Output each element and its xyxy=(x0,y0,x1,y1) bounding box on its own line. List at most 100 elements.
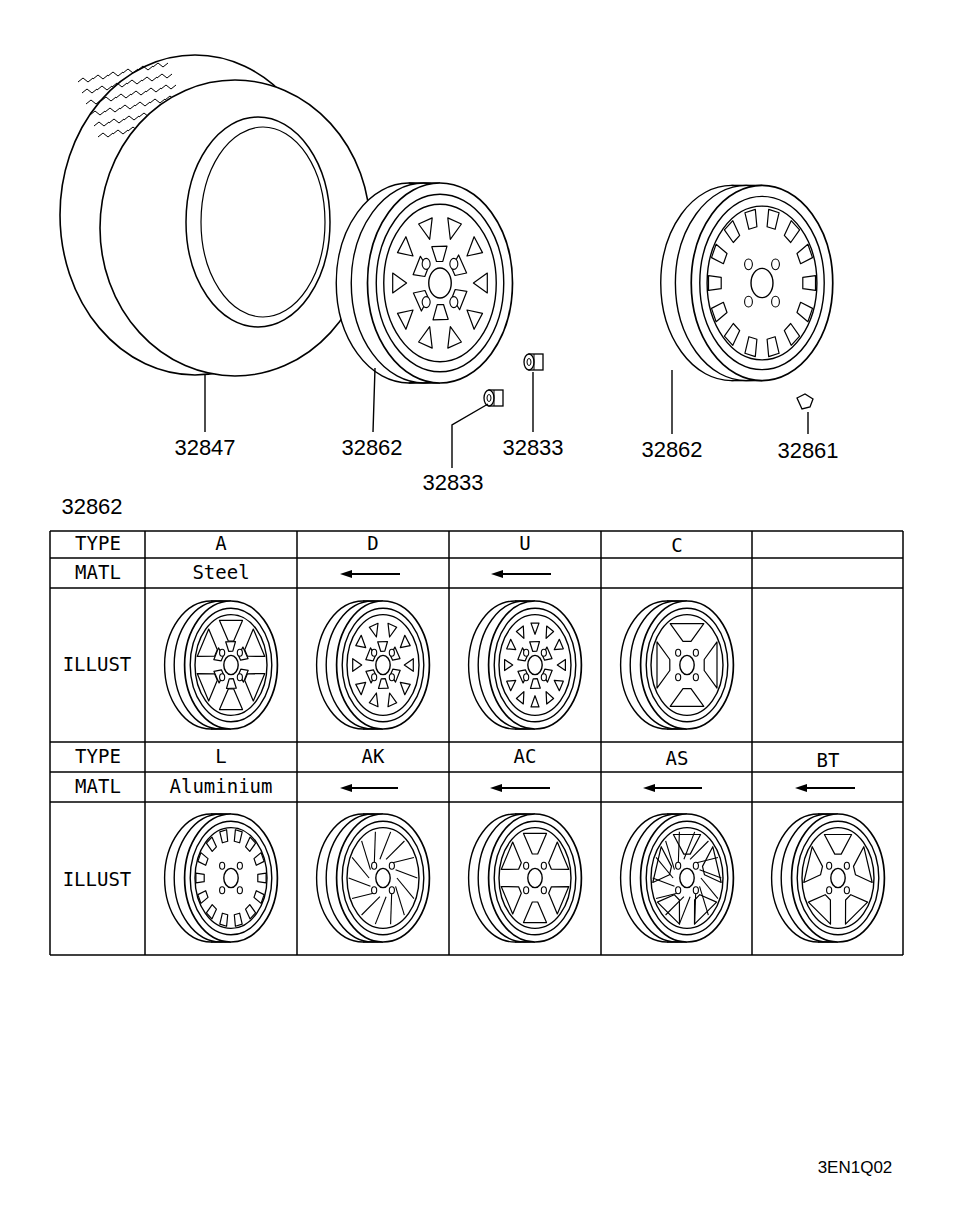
wheel-spoke-window xyxy=(501,842,521,869)
table-rule xyxy=(448,531,450,955)
wheel-hub-hole xyxy=(528,868,542,887)
tire-sidewall xyxy=(100,80,370,376)
wheel-lug-hole xyxy=(827,862,832,869)
table-rule xyxy=(50,771,903,773)
wheel-slot xyxy=(198,853,208,866)
wheel-lug-hole xyxy=(237,674,242,681)
wheel-slot xyxy=(254,853,264,866)
wheel-vent-hole xyxy=(531,623,539,634)
wheel-lug-hole xyxy=(541,887,546,894)
wheel-slot xyxy=(712,302,728,321)
nut-face xyxy=(524,354,534,370)
wheel-spoke-window xyxy=(197,674,217,701)
wheel-vent-hole xyxy=(400,682,410,694)
callout-number: 32861 xyxy=(777,438,838,463)
nut-face xyxy=(484,390,494,406)
wheel-vent-hole xyxy=(419,327,433,348)
wheel-drawing xyxy=(621,601,734,729)
wheel-inner-window xyxy=(226,642,236,652)
wheel-lug-hole xyxy=(693,674,698,681)
wheel-vent-hole xyxy=(393,273,407,293)
wheel-spoke-window xyxy=(549,842,569,869)
wheel-slot xyxy=(745,209,757,229)
wheel-slot xyxy=(803,276,816,291)
wheel-lug-hole xyxy=(237,649,242,656)
leader-lines xyxy=(205,368,808,468)
wheel-spoke-window xyxy=(824,835,851,855)
table-rule xyxy=(50,587,903,589)
wheel-lug-hole xyxy=(844,887,849,894)
ditto-arrow-head xyxy=(491,570,503,578)
wheel-lug-hole xyxy=(372,674,377,681)
tread-mark xyxy=(101,97,116,101)
wheel-fin xyxy=(380,832,391,859)
tread-mark xyxy=(116,94,131,98)
tread-mark xyxy=(112,83,127,87)
tread-mark xyxy=(97,86,112,90)
wheel-disc xyxy=(802,828,874,929)
table-header: MATL xyxy=(75,776,121,798)
wheel-drawing xyxy=(336,183,512,383)
wheel-vent-hole xyxy=(398,237,414,256)
wheel-lug-hole xyxy=(422,258,430,269)
table-cell: Steel xyxy=(192,562,249,584)
wheel-spoke-window xyxy=(808,895,830,925)
table-rule xyxy=(50,741,903,743)
wheel-vent-hole xyxy=(448,327,462,348)
wheel-rim-front xyxy=(641,814,734,942)
wheel-fin xyxy=(696,858,718,863)
wheel-hub-hole xyxy=(680,655,694,674)
wheel-vent-hole xyxy=(554,680,563,690)
wheel-spoke-window xyxy=(524,902,547,923)
wheel-vent-hole xyxy=(467,310,483,329)
wheel-fin xyxy=(700,870,722,878)
leader-line xyxy=(452,404,488,468)
tread-mark xyxy=(113,130,128,134)
wheel-lug-hole xyxy=(220,674,225,681)
wheel-lug-hole xyxy=(524,862,529,869)
wheel-slot xyxy=(767,337,779,357)
wheel-rim-front xyxy=(489,601,582,729)
wheel-hub-hole xyxy=(376,655,390,674)
wheel-lug-hole xyxy=(676,674,681,681)
wheel-spoke-window xyxy=(854,847,873,883)
table-rule xyxy=(50,801,903,803)
wheel-fin xyxy=(375,897,386,924)
table-title: 32862 xyxy=(61,494,122,519)
wheel-fin xyxy=(396,886,405,915)
wheel-drawing xyxy=(469,601,582,729)
table-cell: BT xyxy=(817,750,840,772)
wheel-lug-hole xyxy=(827,887,832,894)
wheel-fin xyxy=(352,857,369,878)
wheel-hub-hole xyxy=(376,868,390,887)
tread-mark xyxy=(105,108,120,112)
wheel-spoke-window xyxy=(220,689,243,710)
wheel-lug-hole xyxy=(541,649,546,656)
wheel-lug-hole xyxy=(237,862,242,869)
tire-drawing xyxy=(60,55,370,376)
wheel-lug-hole xyxy=(541,862,546,869)
wheel-vent-hole xyxy=(516,692,524,704)
wheel-fin xyxy=(391,893,392,924)
wheel-disc xyxy=(347,615,419,716)
wheel-slot xyxy=(220,830,228,843)
callout-number: 32847 xyxy=(174,435,235,460)
wheel-rim-inner xyxy=(797,821,879,935)
wheel-hub-hole xyxy=(831,868,845,887)
tread-mark xyxy=(161,85,176,89)
wheel-disc xyxy=(195,828,267,929)
valve-body xyxy=(797,394,813,409)
wheel-rim-inner xyxy=(190,821,272,935)
wheel-disc xyxy=(651,828,723,929)
wheel-lug-hole xyxy=(693,649,698,656)
wheel-fin xyxy=(397,878,414,899)
wheel-lug-hole xyxy=(676,862,681,869)
nut-bore xyxy=(487,395,491,402)
wheel-rim-inner xyxy=(342,821,424,935)
wheel-spoke-window xyxy=(197,629,217,656)
wheel-lug-hole xyxy=(844,862,849,869)
leader-line xyxy=(204,374,205,432)
wheel-spoke-window xyxy=(704,642,717,688)
wheel-rim-front xyxy=(337,601,430,729)
